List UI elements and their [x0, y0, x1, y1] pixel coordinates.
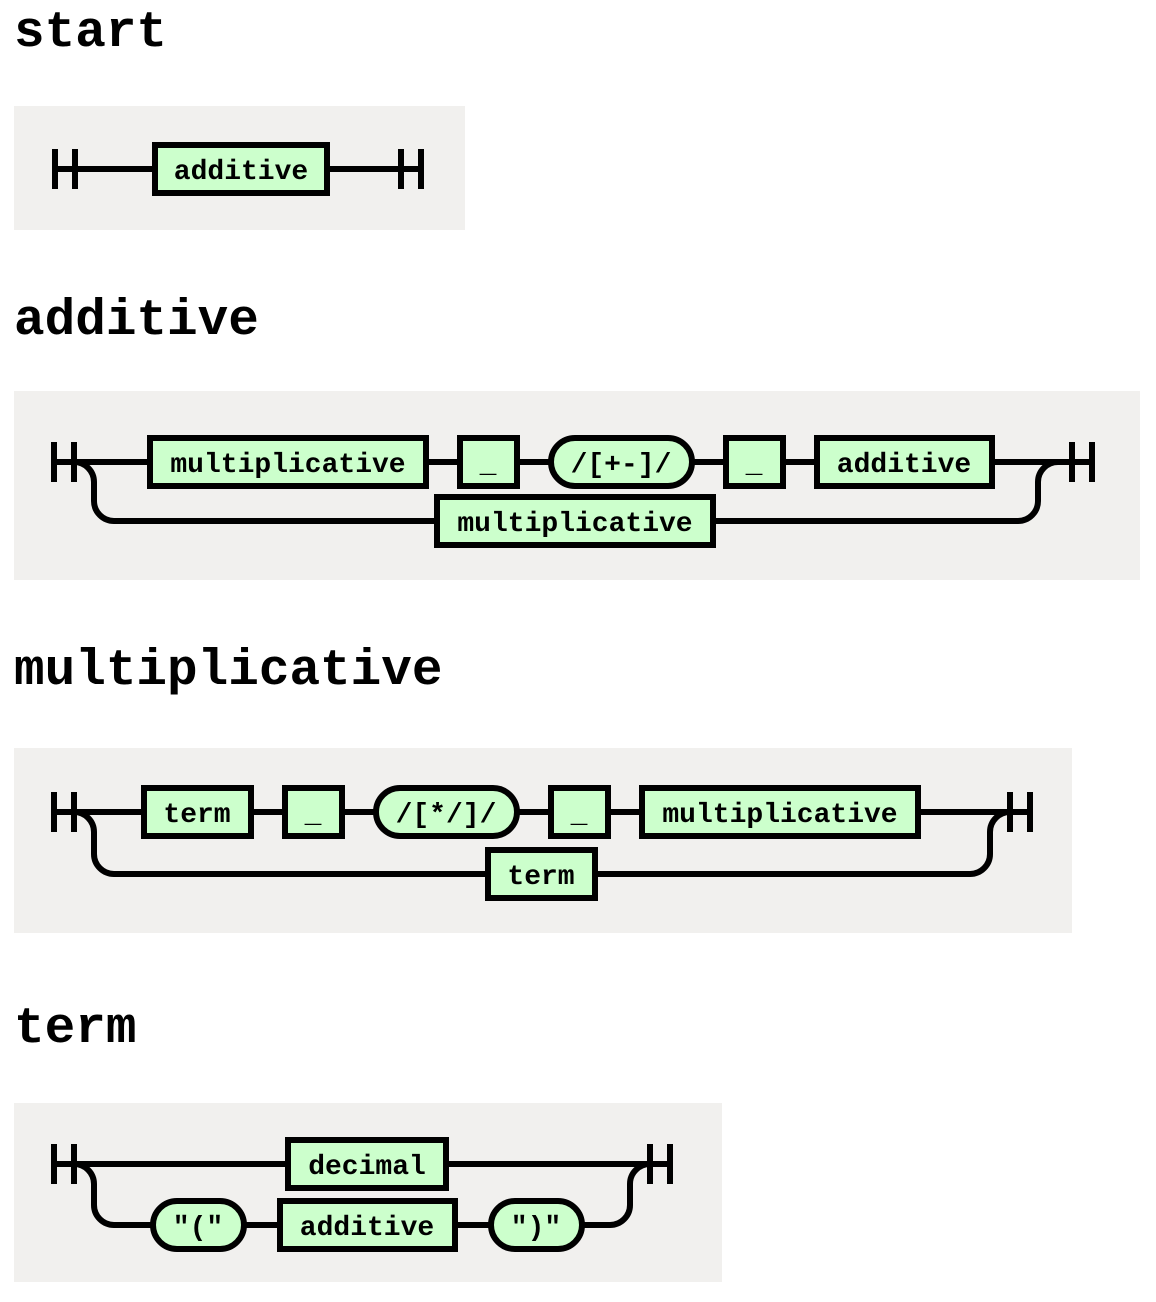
nonterminal-node: additive — [152, 142, 330, 196]
end-terminal-icon — [1069, 442, 1095, 482]
node-label: multiplicative — [457, 509, 692, 540]
nonterminal-node: multiplicative — [434, 494, 716, 548]
node-label: term — [163, 800, 230, 831]
nonterminal-node: decimal — [285, 1137, 449, 1191]
node-label: ")" — [511, 1213, 561, 1244]
rule-section-additive: additive multiplicative _ /[+-]/ _ addit… — [14, 294, 1156, 580]
nonterminal-node: multiplicative — [147, 435, 429, 489]
rule-section-term: term decimal "(" additive ")" — [14, 1002, 1156, 1282]
terminal-node: ")" — [488, 1198, 585, 1252]
rule-heading: additive — [14, 293, 259, 350]
rule-heading: term — [14, 1001, 137, 1058]
nonterminal-node: _ — [282, 785, 345, 839]
branch-down-path — [73, 459, 437, 524]
rule-heading: start — [14, 5, 168, 62]
node-label: _ — [304, 800, 322, 831]
node-label: /[*/]/ — [396, 800, 497, 831]
rule-heading: multiplicative — [14, 643, 443, 700]
branch-down-path — [73, 809, 488, 877]
branch-up-path — [1017, 459, 1059, 524]
node-label: term — [507, 862, 574, 893]
node-label: _ — [479, 450, 497, 481]
node-label: additive — [837, 450, 971, 481]
nonterminal-node: _ — [548, 785, 611, 839]
nonterminal-node: _ — [457, 435, 520, 489]
node-label: _ — [745, 450, 763, 481]
end-terminal-icon — [1007, 792, 1033, 832]
node-label: additive — [300, 1213, 434, 1244]
rule-section-multiplicative: multiplicative term _ /[*/]/ _ multiplic… — [14, 644, 1156, 933]
rule-section-start: start additive — [14, 6, 1156, 230]
node-label: _ — [570, 800, 588, 831]
railroad-diagram-multiplicative: term _ /[*/]/ _ multiplicative term — [14, 748, 1072, 933]
nonterminal-node: _ — [723, 435, 786, 489]
nonterminal-node: term — [141, 785, 254, 839]
nonterminal-node: additive — [277, 1198, 458, 1252]
node-label: additive — [174, 157, 308, 188]
node-label: /[+-]/ — [571, 450, 672, 481]
node-label: "(" — [173, 1213, 223, 1244]
terminal-node: /[*/]/ — [373, 785, 520, 839]
end-terminal-icon — [647, 1144, 673, 1184]
railroad-diagram-additive: multiplicative _ /[+-]/ _ additive multi… — [14, 391, 1140, 580]
node-label: decimal — [308, 1152, 426, 1183]
terminal-node: /[+-]/ — [548, 435, 695, 489]
branch-down-path — [73, 1161, 153, 1228]
nonterminal-node: term — [485, 847, 598, 901]
terminal-node: "(" — [150, 1198, 247, 1252]
node-label: multiplicative — [662, 800, 897, 831]
branch-up-path — [969, 809, 1011, 877]
railroad-diagram-start: additive — [14, 106, 465, 230]
nonterminal-node: additive — [814, 435, 995, 489]
end-terminal-icon — [398, 149, 424, 189]
node-label: multiplicative — [170, 450, 405, 481]
railroad-diagram-term: decimal "(" additive ")" — [14, 1103, 722, 1282]
nonterminal-node: multiplicative — [639, 785, 921, 839]
branch-up-path — [609, 1161, 651, 1228]
